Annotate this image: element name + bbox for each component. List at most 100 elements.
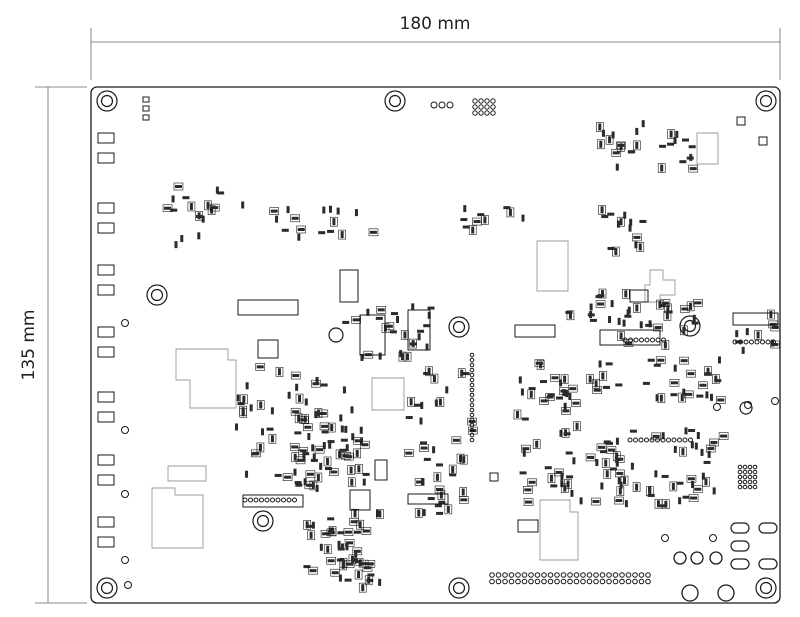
smd-pad — [302, 454, 306, 462]
left-edge-connectors — [97, 132, 115, 548]
smd-pad — [344, 425, 348, 433]
component-outline — [566, 310, 575, 321]
smd-pad — [305, 483, 313, 487]
bottom-header-pin — [573, 572, 580, 578]
small-pad — [438, 101, 446, 109]
smd-pad — [303, 565, 311, 569]
mounting-hole-drill — [452, 320, 466, 334]
smd-pad — [361, 443, 369, 447]
smd-pad — [628, 150, 636, 154]
smd-pad — [256, 365, 264, 369]
large-pad — [739, 401, 753, 415]
smd-pad — [687, 477, 695, 481]
smd-pad — [294, 431, 302, 435]
copper-pour-region — [151, 487, 204, 549]
header-pin — [469, 407, 475, 413]
smd-pad — [633, 235, 641, 239]
smd-pad — [344, 578, 352, 582]
component-outline — [591, 497, 601, 506]
smd-pad — [618, 487, 622, 495]
component-body — [517, 519, 539, 533]
header-pin — [242, 497, 248, 503]
component-outline — [560, 483, 569, 493]
component-outline — [688, 494, 699, 502]
smd-pad — [357, 465, 361, 473]
component-outline — [251, 449, 261, 458]
smd-pad — [619, 143, 623, 151]
smd-pad — [297, 233, 301, 241]
bottom-header-pin — [560, 578, 567, 585]
fiducial — [121, 319, 129, 327]
smd-pad — [689, 167, 697, 171]
smd-pad — [427, 367, 431, 375]
smd-pad — [242, 395, 246, 403]
component-outline — [295, 456, 306, 465]
mounting-hole-drill — [100, 94, 114, 108]
smd-pad — [350, 406, 354, 414]
oval-pad — [758, 522, 778, 534]
smd-pad — [575, 422, 579, 430]
bottom-header-pin — [528, 572, 534, 578]
component-outline — [451, 436, 462, 445]
smd-pad — [339, 414, 343, 422]
component-outline — [709, 438, 719, 447]
smd-pad — [535, 440, 539, 448]
smd-pad — [694, 442, 698, 450]
component-outline — [407, 396, 415, 407]
smd-pad — [469, 429, 477, 433]
smd-pad — [245, 470, 249, 478]
smd-pad — [566, 475, 574, 479]
bottom-header-pin — [554, 578, 560, 585]
smd-pad — [661, 432, 665, 440]
smd-pad — [201, 215, 205, 223]
component-outline — [605, 134, 614, 145]
smd-pad — [647, 493, 655, 497]
smd-pad — [678, 497, 682, 505]
bottom-header-pin — [593, 578, 599, 585]
header-pin — [275, 497, 281, 503]
smd-pad — [624, 290, 628, 298]
smd-pad — [518, 376, 522, 384]
bottom-header-pin — [567, 578, 573, 585]
smd-pad — [712, 487, 716, 495]
smd-pad — [357, 571, 361, 579]
mounting-hole — [448, 316, 470, 338]
component-outline — [457, 368, 466, 378]
smd-pad — [369, 230, 377, 234]
component-outline — [291, 452, 299, 462]
component-outline — [698, 381, 708, 390]
smd-pad — [411, 303, 415, 311]
bottom-header-pin — [534, 578, 541, 585]
smd-pad — [340, 438, 348, 442]
component-outline — [651, 432, 661, 441]
component-outline — [209, 203, 220, 212]
smd-pad — [353, 510, 357, 518]
smd-pad — [701, 472, 705, 480]
smd-pad — [351, 433, 355, 441]
smd-pad — [654, 326, 662, 330]
component-outline — [693, 299, 703, 307]
smd-pad — [452, 438, 460, 442]
smd-pad — [551, 376, 559, 380]
header-pin — [660, 437, 666, 443]
smd-pad — [274, 473, 282, 477]
smd-pad — [435, 473, 439, 481]
component-outline — [481, 215, 489, 225]
smd-pad — [657, 358, 665, 362]
smd-pad — [539, 361, 543, 369]
smd-pad — [389, 330, 397, 334]
smd-pad — [423, 371, 431, 375]
smd-pad — [171, 195, 175, 203]
smd-pad — [769, 311, 773, 319]
header-pin — [742, 484, 748, 490]
smd-pad — [696, 432, 700, 440]
smd-pad — [659, 504, 667, 508]
smd-pad — [327, 530, 335, 534]
component-outline — [358, 582, 367, 593]
edge-connector-pad — [97, 454, 115, 466]
component-outline — [308, 566, 318, 575]
smd-pad — [519, 471, 527, 475]
component-outline — [298, 415, 309, 424]
header-pin — [469, 382, 475, 388]
small-pad — [758, 136, 768, 146]
